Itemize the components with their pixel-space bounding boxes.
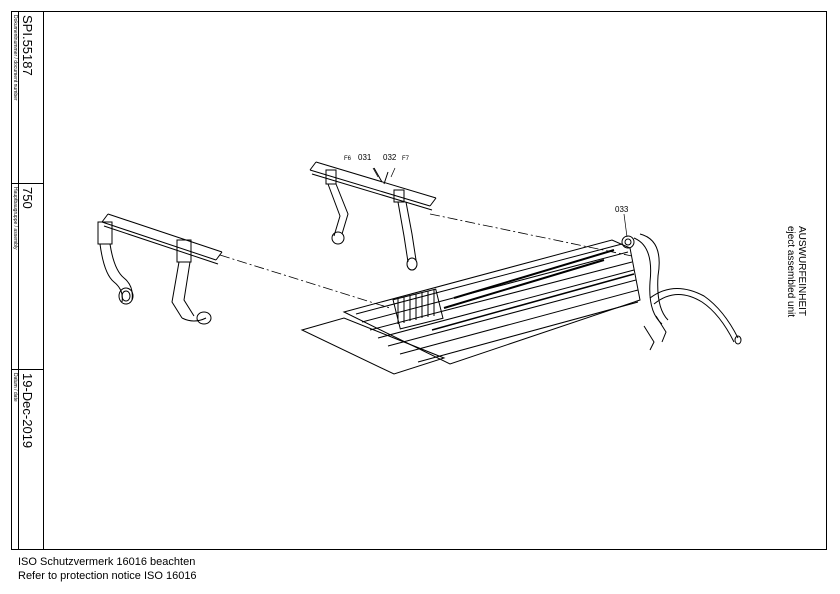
unit-title-english: eject assembled unit [785, 226, 796, 318]
protection-notice-german: ISO Schutzvermerk 16016 beachten [18, 556, 196, 568]
document-number: SPI.55187 [20, 15, 35, 76]
drawing-frame [11, 11, 827, 550]
alignment-lines [219, 213, 633, 309]
callout-f7: F7 [402, 156, 410, 162]
callout-part-031: 031 [358, 153, 372, 162]
title-block: Dokumentnummer / document number SPI.551… [11, 11, 44, 550]
title-block-divider [11, 183, 44, 184]
callout-part-032: 032 [383, 153, 397, 162]
callout-leaders [372, 167, 628, 238]
document-date: 19-Dec-2019 [20, 373, 35, 449]
eject-unit-body [300, 233, 742, 375]
exploded-assembly-drawing: F6 031 032 F7 033 [44, 12, 826, 549]
assembly-label: Hauptbaugruppe / assembly [12, 187, 18, 250]
middle-bracket-part [309, 161, 437, 271]
callout-f6: F6 [344, 156, 352, 162]
document-number-label: Dokumentnummer / document number [12, 15, 18, 101]
protection-notice-english: Refer to protection notice ISO 16016 [18, 570, 197, 582]
title-block-divider [11, 369, 44, 370]
unit-title-german: AUSWURFEINHEIT [796, 226, 807, 316]
left-arm-part [97, 213, 223, 325]
title-block-divider [18, 11, 19, 550]
assembly-number: 750 [20, 187, 35, 209]
date-label: Datum / date [12, 373, 18, 402]
callout-part-033: 033 [615, 205, 629, 214]
